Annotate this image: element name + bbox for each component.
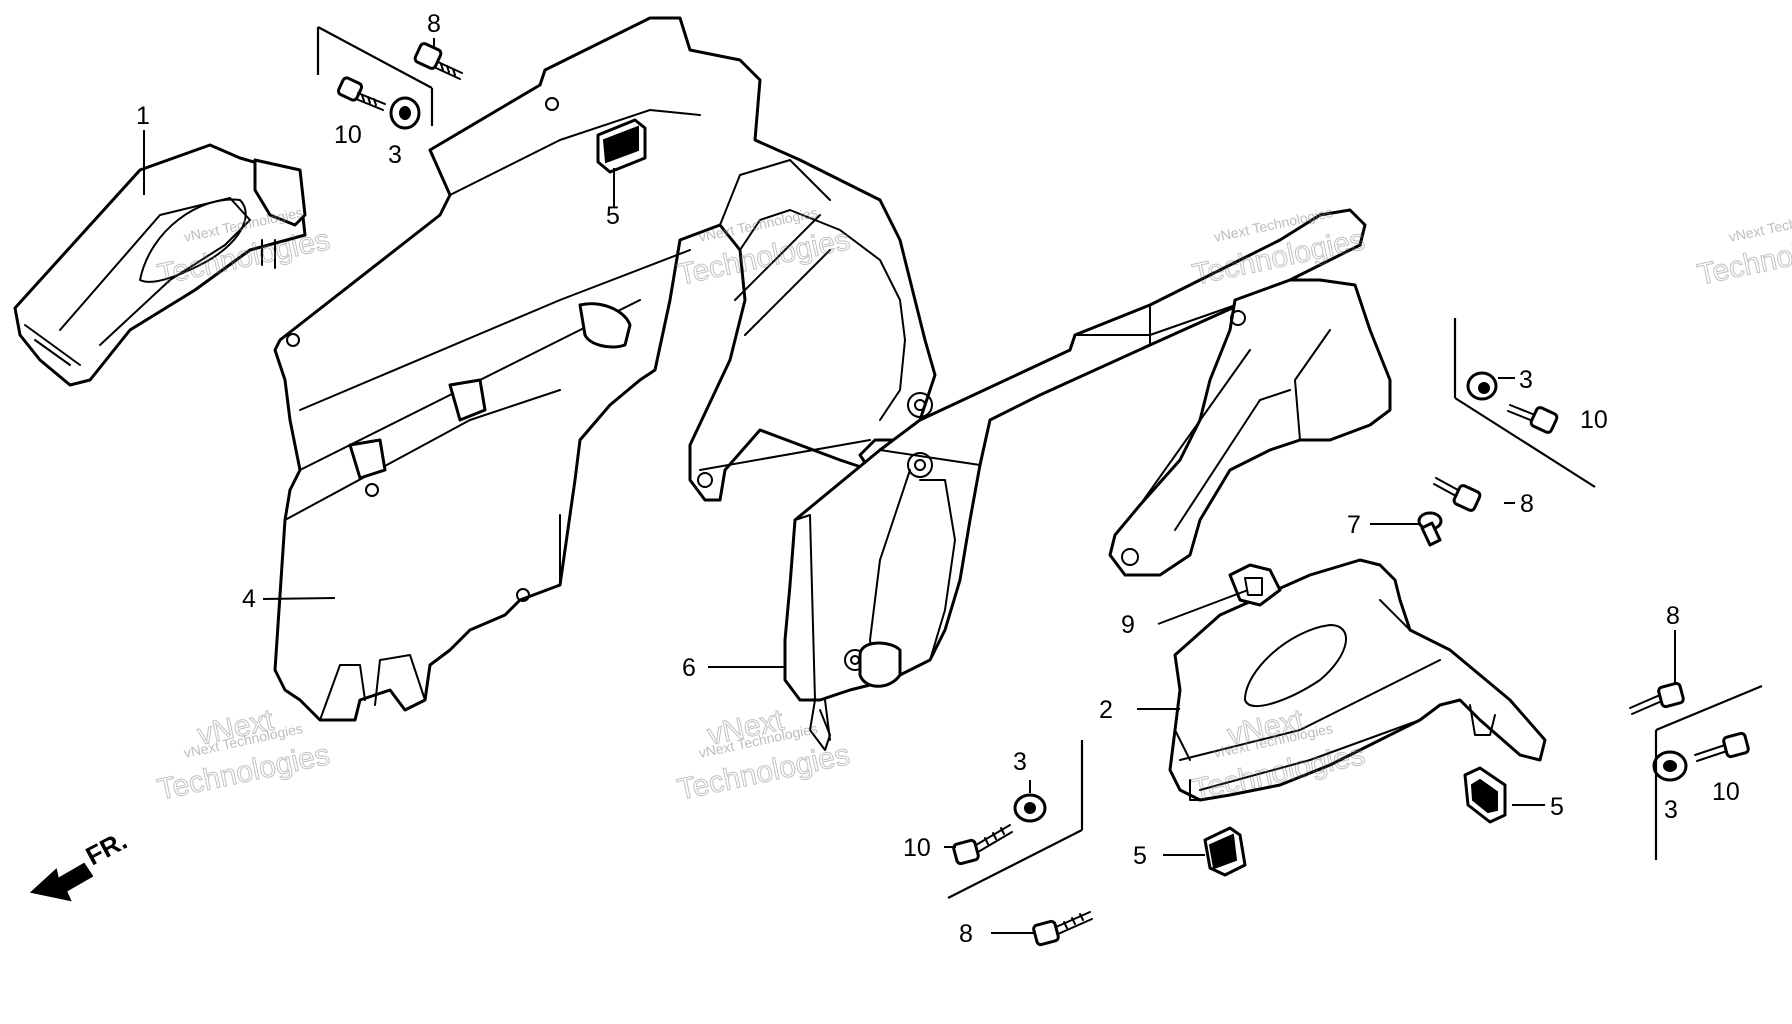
washer-3-far-right xyxy=(1652,750,1688,782)
callout-3-lower: 3 xyxy=(1013,748,1027,776)
front-label: FR. xyxy=(81,825,132,871)
front-direction-marker: FR. xyxy=(29,825,132,902)
callout-9: 9 xyxy=(1121,611,1135,639)
callout-5-top: 5 xyxy=(606,202,620,230)
bracket-lower xyxy=(947,740,1084,899)
bracket-right xyxy=(1453,318,1596,488)
callout-10-top: 10 xyxy=(334,121,362,149)
part-2-cover xyxy=(1168,558,1547,802)
callout-6: 6 xyxy=(682,654,696,682)
bolt-10-far-right xyxy=(1694,731,1750,762)
callout-labels: 1 8 10 3 5 4 6 3 10 7 8 9 2 8 5 5 3 10 8… xyxy=(136,10,1740,948)
bolt-10-right xyxy=(1507,404,1559,434)
callout-8-bottom: 8 xyxy=(959,920,973,948)
washer-3-lower xyxy=(1013,793,1047,823)
part-9-grommet xyxy=(1228,563,1282,607)
part-5-clip-top xyxy=(596,118,647,174)
callout-10-lower: 10 xyxy=(903,834,931,862)
washer-3-right xyxy=(1466,371,1498,401)
bolt-8-bottom xyxy=(1032,911,1093,947)
bolt-10-top xyxy=(336,76,386,111)
callout-8-far-right: 8 xyxy=(1666,602,1680,630)
part-1-cover xyxy=(13,143,307,387)
watermark-text: vNext Technologies xyxy=(1727,204,1792,245)
part-7-screw xyxy=(1417,511,1443,547)
callout-5-right: 5 xyxy=(1550,793,1564,821)
callout-7: 7 xyxy=(1347,511,1361,539)
callout-4: 4 xyxy=(242,585,256,613)
part-4-side-panel xyxy=(273,16,937,722)
callout-3-top: 3 xyxy=(388,141,402,169)
callout-8-top: 8 xyxy=(427,10,441,38)
part-5-clip-lower xyxy=(1203,826,1247,877)
part-6-center-panel xyxy=(783,208,1367,751)
callout-8-right: 8 xyxy=(1520,490,1534,518)
bolt-8-far-right xyxy=(1629,681,1685,715)
part-6-rear-stay xyxy=(1108,278,1392,577)
leader-lines xyxy=(143,38,1676,934)
callout-3-right: 3 xyxy=(1519,366,1533,394)
bolt-8-top xyxy=(413,42,463,80)
callout-10-far-right: 10 xyxy=(1712,778,1740,806)
callout-5-lower: 5 xyxy=(1133,842,1147,870)
callout-2: 2 xyxy=(1099,696,1113,724)
washer-3-top xyxy=(389,96,421,130)
callout-3-far-right: 3 xyxy=(1664,796,1678,824)
callout-10-right: 10 xyxy=(1580,406,1608,434)
front-arrow-icon xyxy=(29,862,94,902)
bolt-8-right xyxy=(1433,477,1482,512)
callout-1: 1 xyxy=(136,102,150,130)
bracket-far-right xyxy=(1654,684,1763,860)
bracket-top xyxy=(316,26,434,126)
part-5-clip-right xyxy=(1463,766,1507,824)
bolt-10-lower xyxy=(952,824,1013,866)
